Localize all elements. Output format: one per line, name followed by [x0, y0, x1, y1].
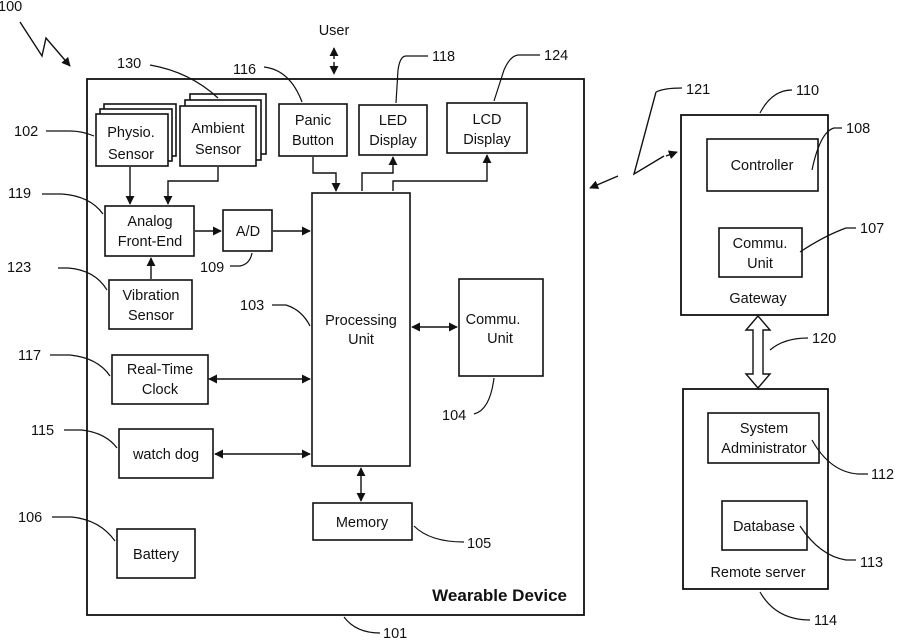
real-time-clock-ref: 117	[18, 348, 41, 364]
lcd-display-line1: LCD	[472, 112, 501, 128]
watch-dog-ref: 115	[31, 423, 54, 439]
database-label: Database	[733, 519, 795, 535]
wearable-commu-unit-line1: Commu.	[466, 312, 521, 328]
system-admin-line2: Administrator	[721, 441, 807, 457]
wireless-ref: 121	[686, 82, 710, 98]
gateway-commu-unit-line2: Unit	[747, 256, 773, 272]
remote-server-leader	[760, 592, 810, 620]
gateway-commu-unit-ref: 107	[860, 221, 884, 237]
user-label: User	[319, 23, 350, 39]
led-display-ref: 118	[432, 49, 455, 65]
real-time-clock-line2: Clock	[142, 382, 179, 398]
remote-server-title: Remote server	[710, 565, 805, 581]
remote-server-ref: 114	[814, 613, 837, 629]
lcd-display-ref: 124	[544, 48, 568, 64]
physio-sensor-line1: Physio.	[107, 125, 155, 141]
gateway-commu-unit-line1: Commu.	[733, 236, 788, 252]
panic-button-line1: Panic	[295, 113, 331, 129]
ambient-sensor-block: Ambient Sensor	[180, 94, 266, 166]
led-display-line2: Display	[369, 133, 417, 149]
wireless-arrow-to-wearable	[590, 176, 618, 188]
wearable-commu-unit-ref: 104	[442, 408, 466, 424]
physio-sensor-line2: Sensor	[108, 147, 154, 163]
database-ref: 113	[860, 555, 883, 571]
wearable-ref-label: 101	[383, 626, 407, 642]
physio-sensor-ref: 102	[14, 124, 38, 140]
gateway-title: Gateway	[729, 291, 787, 307]
vibration-sensor-line1: Vibration	[123, 288, 180, 304]
watch-dog-label: watch dog	[132, 447, 199, 463]
battery-ref: 106	[18, 510, 42, 526]
ad-label: A/D	[236, 224, 260, 240]
link-leader	[770, 338, 808, 350]
controller-ref: 108	[846, 121, 870, 137]
analog-front-end-ref: 119	[8, 186, 31, 202]
wireless-leader	[656, 88, 682, 92]
battery-label: Battery	[133, 547, 180, 563]
link-ref: 120	[812, 331, 836, 347]
processing-unit-block	[312, 193, 410, 466]
gateway-ref: 110	[796, 83, 819, 99]
controller-label: Controller	[731, 158, 794, 174]
figure-lightning-arrow	[20, 22, 70, 66]
ad-ref: 109	[200, 260, 224, 276]
panic-button-line2: Button	[292, 133, 334, 149]
processing-unit-line2: Unit	[348, 332, 374, 348]
ambient-sensor-line1: Ambient	[191, 121, 244, 137]
lcd-display-line2: Display	[463, 132, 511, 148]
analog-front-end-line1: Analog	[127, 214, 172, 230]
wearable-ref-leader	[344, 617, 380, 633]
processing-unit-line1: Processing	[325, 313, 397, 329]
ambient-sensor-line2: Sensor	[195, 142, 241, 158]
led-display-line1: LED	[379, 113, 407, 129]
memory-ref: 105	[467, 536, 491, 552]
panic-button-ref: 116	[233, 62, 256, 78]
wearable-commu-unit-line2: Unit	[487, 331, 513, 347]
processing-unit-ref: 103	[240, 298, 264, 314]
analog-front-end-line2: Front-End	[118, 234, 182, 250]
system-admin-line1: System	[740, 421, 788, 437]
gateway-leader	[760, 90, 792, 113]
wearable-device-title: Wearable Device	[432, 586, 567, 605]
system-admin-ref: 112	[871, 467, 894, 483]
memory-label: Memory	[336, 515, 389, 531]
wireless-arrow-to-gateway	[666, 152, 677, 156]
real-time-clock-line1: Real-Time	[127, 362, 193, 378]
figure-ref-label: 100	[0, 0, 22, 15]
gateway-server-link-arrow	[746, 316, 770, 388]
ambient-sensor-ref: 130	[117, 56, 141, 72]
physio-sensor-block: Physio. Sensor	[96, 104, 176, 166]
vibration-sensor-ref: 123	[7, 260, 31, 276]
vibration-sensor-line2: Sensor	[128, 308, 174, 324]
wireless-bolt-upper	[634, 92, 664, 174]
